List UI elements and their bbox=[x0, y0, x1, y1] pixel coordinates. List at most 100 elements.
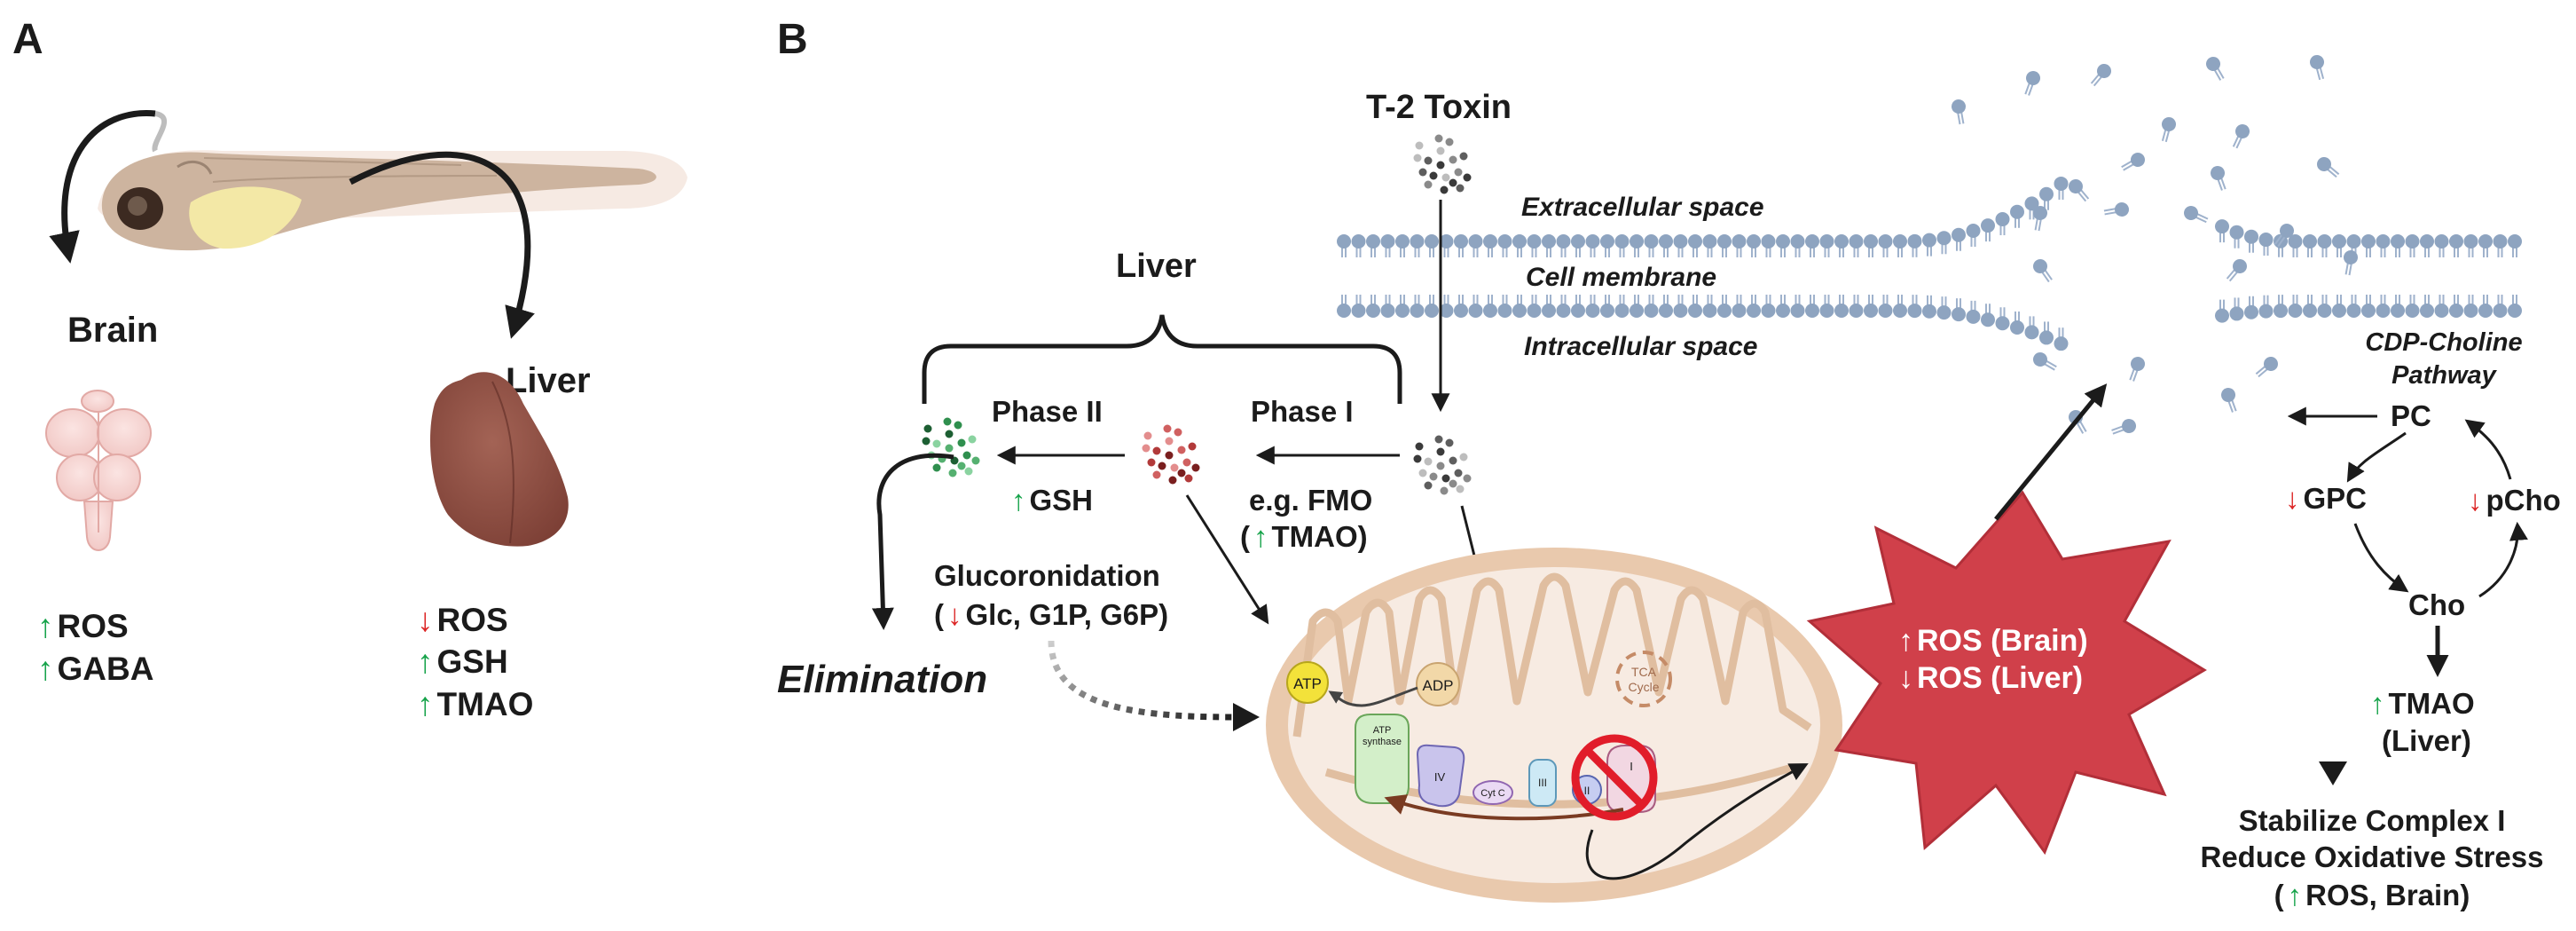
complex-iii-label: III bbox=[1538, 777, 1547, 789]
metabolite-particle bbox=[1147, 458, 1156, 467]
phospholipid bbox=[2405, 295, 2420, 318]
phospholipid bbox=[1644, 234, 1659, 257]
free-phospholipid bbox=[2090, 64, 2111, 87]
cdp-choline-title-1: CDP-Choline bbox=[2365, 328, 2522, 357]
metabolite-particle bbox=[943, 417, 952, 426]
phospholipid bbox=[2391, 234, 2405, 257]
released-phospholipids bbox=[1952, 55, 2358, 435]
phospholipid bbox=[1644, 295, 1659, 318]
phospholipid bbox=[2010, 204, 2024, 228]
phospholipid bbox=[1688, 234, 1702, 257]
metabolite-particle bbox=[1152, 470, 1161, 479]
phase-i-metabolite-cluster bbox=[1142, 424, 1200, 485]
metabolite-particle bbox=[1449, 155, 1457, 164]
complex-iii bbox=[1528, 759, 1557, 807]
phospholipid bbox=[2405, 234, 2420, 257]
phospholipid bbox=[2376, 234, 2391, 257]
cyt-c-label: Cyt C bbox=[1480, 788, 1505, 799]
phospholipid bbox=[2215, 219, 2229, 243]
phospholipid bbox=[1483, 234, 1497, 257]
pc-label: PC bbox=[2391, 399, 2431, 432]
phospholipid bbox=[1600, 295, 1614, 318]
phospholipid bbox=[2361, 234, 2376, 257]
free-phospholipid bbox=[2069, 179, 2090, 202]
free-phospholipid bbox=[2310, 55, 2325, 81]
phospholipid bbox=[1439, 234, 1454, 257]
phospholipid bbox=[1585, 295, 1600, 318]
phospholipid bbox=[2288, 295, 2303, 318]
phospholipid bbox=[2463, 295, 2478, 318]
intracellular-toxin-cluster bbox=[1413, 435, 1472, 495]
free-phospholipid bbox=[2274, 224, 2294, 248]
phospholipid bbox=[1351, 234, 1366, 257]
metabolite-particle bbox=[1163, 424, 1172, 433]
metabolite-particle bbox=[1182, 458, 1191, 467]
phospholipid bbox=[1454, 234, 1468, 257]
atp-molecule bbox=[1286, 661, 1329, 704]
phospholipid bbox=[1849, 234, 1864, 257]
metabolite-particle bbox=[957, 438, 966, 447]
free-phospholipid bbox=[2221, 388, 2237, 413]
phospholipid bbox=[1936, 231, 1952, 255]
liver-brace bbox=[922, 314, 1402, 404]
arrow-gpc-to-cho bbox=[2353, 523, 2409, 593]
phospholipid bbox=[2274, 295, 2288, 319]
reduce-oxidative-stress: Reduce Oxidative Stress bbox=[2200, 840, 2543, 873]
liver-marker-list: ↓ROS ↑GSH ↑TMAO bbox=[417, 602, 533, 722]
free-phospholipid bbox=[2206, 57, 2225, 81]
phospholipid bbox=[1790, 234, 1805, 257]
phospholipid bbox=[1834, 234, 1849, 257]
phospholipid bbox=[1410, 295, 1425, 318]
phospholipid bbox=[1819, 295, 1834, 318]
phospholipid bbox=[1351, 295, 1366, 318]
elimination-label: Elimination bbox=[777, 658, 987, 701]
phospholipid bbox=[2229, 225, 2244, 249]
phospholipid bbox=[1395, 295, 1410, 318]
arrow-pc-to-gpc bbox=[2346, 431, 2407, 483]
metabolite-particle bbox=[1441, 474, 1450, 483]
phospholipid bbox=[1366, 295, 1380, 318]
metabolite-particle bbox=[1454, 469, 1463, 477]
phospholipid bbox=[1995, 212, 2010, 236]
phospholipid bbox=[1571, 295, 1585, 318]
phospholipid bbox=[1834, 295, 1849, 318]
metabolite-particle bbox=[1424, 180, 1433, 189]
metabolite-particle bbox=[1413, 154, 1422, 162]
brain-marker-item: ↑ROS bbox=[37, 608, 129, 644]
adp-molecule bbox=[1416, 662, 1460, 706]
metabolite-particle bbox=[962, 451, 971, 460]
metabolite-particle bbox=[1165, 437, 1174, 446]
metabolite-particle bbox=[945, 430, 954, 438]
mito-cristae bbox=[1292, 572, 1812, 738]
cho-label: Cho bbox=[2408, 588, 2465, 621]
metabolite-particle bbox=[1449, 178, 1457, 187]
cytochrome-c bbox=[1473, 780, 1513, 805]
arrow-adp-to-atp bbox=[1328, 686, 1418, 707]
phospholipid bbox=[2449, 295, 2463, 318]
mito-matrix bbox=[1288, 567, 1820, 883]
phospholipid bbox=[1527, 295, 1542, 318]
metabolite-particle bbox=[954, 421, 962, 430]
liver-brace-title: Liver bbox=[1116, 248, 1197, 285]
metabolite-particle bbox=[1174, 428, 1182, 437]
prohibition-sign-complex-i bbox=[1571, 734, 1658, 821]
free-phospholipid bbox=[2211, 166, 2227, 191]
phospholipid bbox=[1981, 218, 1995, 242]
brain-title: Brain bbox=[67, 311, 158, 350]
liver-marker-item: ↓ROS bbox=[417, 602, 508, 638]
free-phospholipid bbox=[2024, 71, 2040, 96]
metabolite-particle bbox=[1142, 444, 1151, 453]
phospholipid bbox=[2010, 311, 2024, 335]
metabolite-particle bbox=[948, 469, 957, 477]
phospholipid bbox=[1893, 234, 1907, 257]
arrow-pcho-to-pc bbox=[2464, 419, 2512, 480]
phospholipid bbox=[1878, 295, 1893, 318]
phospholipid bbox=[1542, 295, 1556, 318]
phospholipid bbox=[1673, 295, 1688, 318]
phospholipid bbox=[2317, 234, 2332, 257]
free-phospholipid bbox=[2161, 117, 2176, 143]
phospholipid bbox=[1952, 227, 1966, 251]
phospholipid bbox=[1366, 234, 1380, 257]
cell-membrane-bilayer bbox=[1337, 176, 2522, 351]
phospholipid bbox=[2391, 295, 2405, 318]
